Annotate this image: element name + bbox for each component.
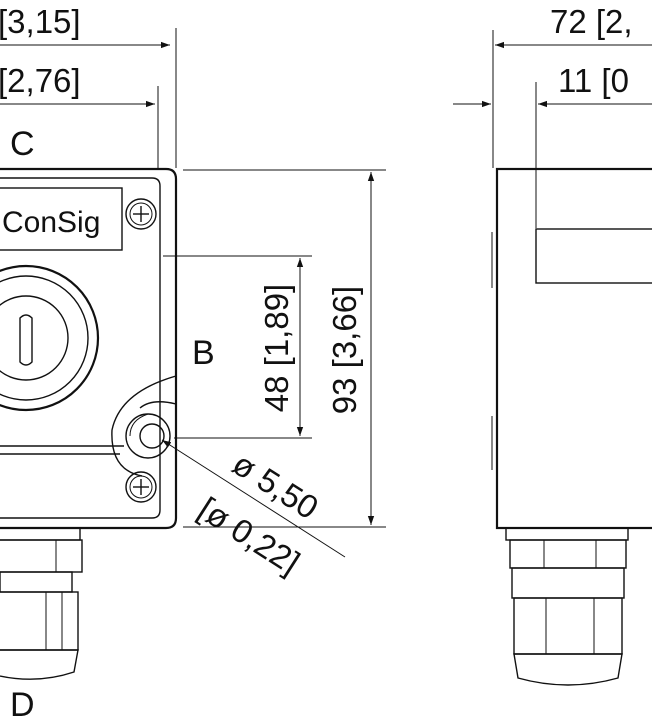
dim-top-1-label: [3,15] — [0, 3, 81, 40]
mounting-hole — [111, 375, 177, 477]
top-dimension-2: [2,76] — [0, 62, 155, 108]
side-label-slot — [535, 228, 652, 284]
callout-b: B — [192, 334, 215, 372]
diameter-leader: ø 5,50 [ø 0,22] — [161, 439, 346, 581]
callout-d: D — [10, 686, 35, 723]
housing-inner-outline — [0, 177, 161, 519]
dim-offset-label: 11 [0 — [558, 62, 629, 99]
cable-gland-side — [505, 527, 629, 686]
cable-gland-front — [0, 527, 83, 680]
top-dimension-1: [3,15] — [0, 3, 170, 49]
top-screw — [125, 198, 157, 230]
dim-height-total-label: 93 [3,66] — [326, 286, 363, 414]
height-dimension-48: 48 [1,89] — [258, 258, 304, 436]
label-plate — [0, 187, 123, 251]
height-dimension-93: 93 [3,66] — [326, 172, 375, 525]
side-view: 72 [2, 11 [0 — [453, 3, 652, 686]
depth-dimension: 72 [2, — [495, 3, 652, 49]
offset-dimension: 11 [0 — [453, 62, 652, 228]
dim-top-2-label: [2,76] — [0, 62, 81, 99]
push-button — [0, 264, 100, 412]
housing-outline — [0, 167, 178, 530]
front-view: [3,15] [2,76] C ConSig — [0, 3, 386, 723]
dim-depth-label: 72 [2, — [550, 3, 633, 40]
brand-label: ConSig — [2, 206, 100, 239]
side-housing — [495, 167, 652, 530]
callout-c: C — [10, 125, 35, 163]
dim-height-inner-label: 48 [1,89] — [258, 284, 295, 412]
